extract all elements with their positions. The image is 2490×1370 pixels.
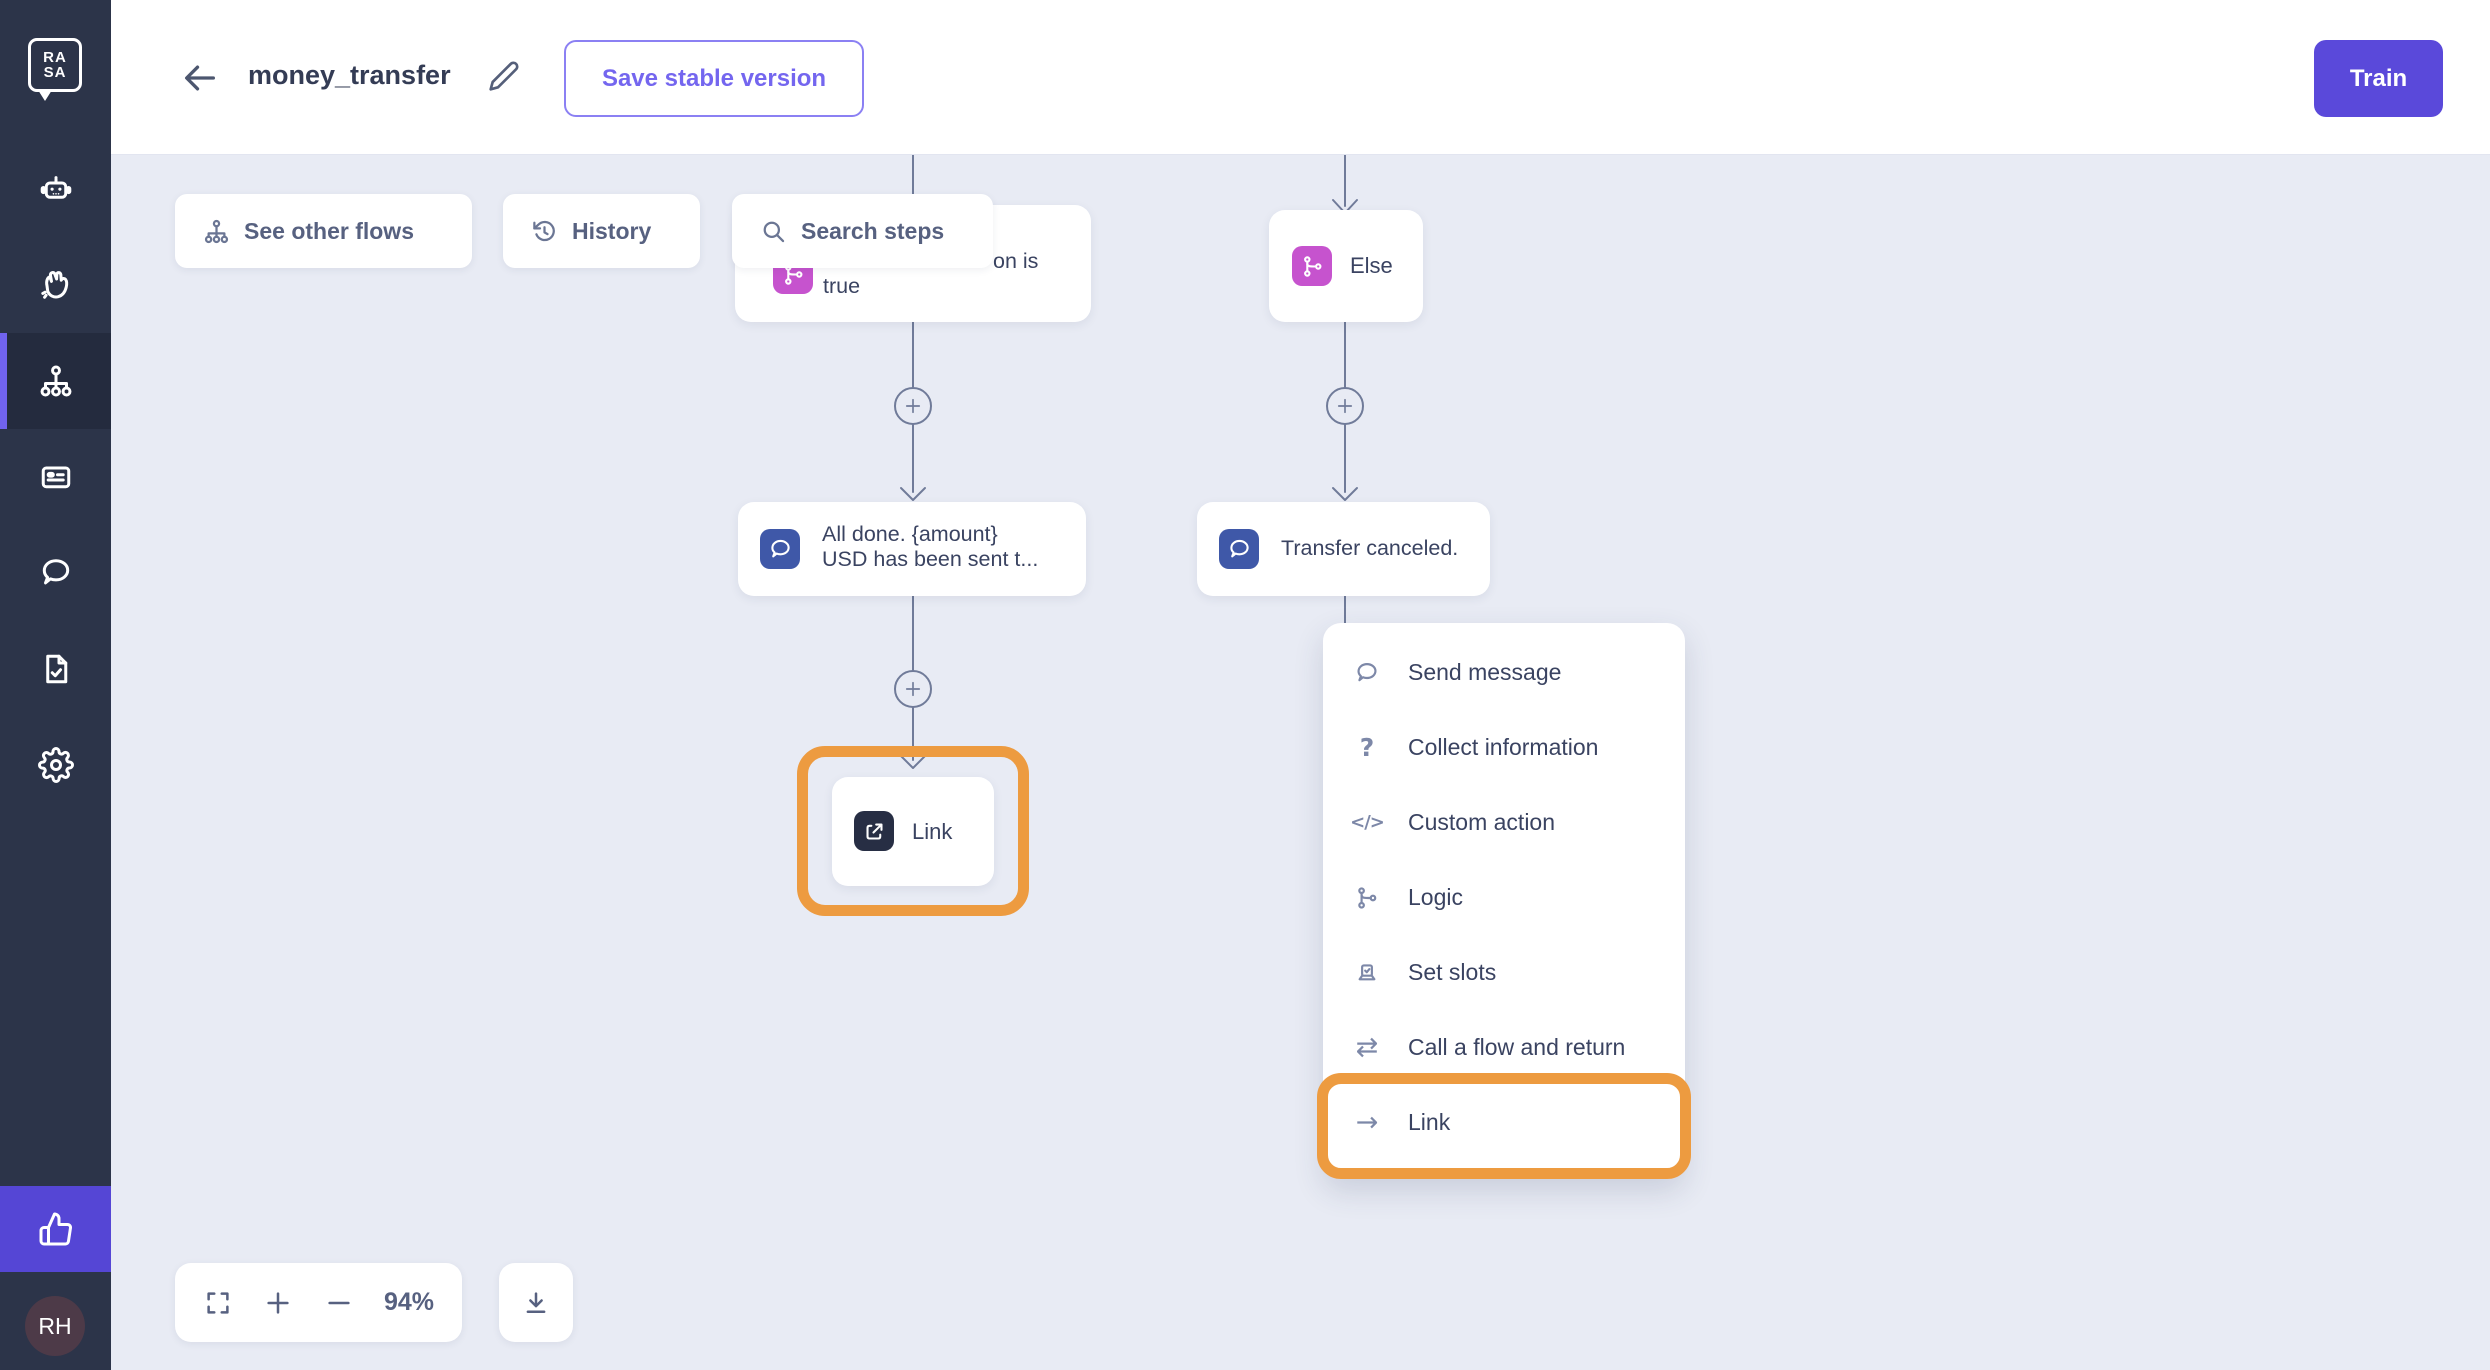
menu-item-label: Collect information: [1408, 734, 1599, 760]
doc-check-icon: [45, 654, 67, 684]
menu-item-logic[interactable]: Logic: [1323, 860, 1685, 935]
flow-node-link[interactable]: Link: [832, 777, 994, 886]
gear-icon: [37, 747, 74, 783]
pencil-icon[interactable]: [488, 60, 520, 92]
menu-item-call-a-flow[interactable]: ⇄ Call a flow and return: [1323, 1010, 1685, 1085]
flow-node-all-done-message[interactable]: All done. {amount} USD has been sent t..…: [738, 502, 1086, 596]
sidebar-item-flows[interactable]: [0, 333, 111, 429]
bot-icon: [40, 176, 71, 199]
thumbs-up-icon: [39, 1212, 72, 1246]
sidebar-item-settings[interactable]: [0, 717, 111, 813]
add-step-button[interactable]: [1326, 387, 1364, 425]
top-bar: money_transfer Save stable version Train: [0, 0, 2490, 155]
back-button[interactable]: [180, 58, 220, 98]
sitemap-icon: [40, 365, 71, 397]
sidebar-item-content[interactable]: [0, 429, 111, 525]
zoom-level: 94%: [383, 1288, 434, 1316]
see-other-flows-button[interactable]: See other flows: [175, 194, 472, 268]
card-list-icon: [41, 466, 70, 489]
arrow-left-icon: [185, 65, 215, 91]
menu-item-send-message[interactable]: Send message: [1323, 635, 1685, 710]
arrow-right-icon: →: [1355, 1107, 1379, 1138]
feedback-button[interactable]: [0, 1186, 111, 1272]
menu-item-link[interactable]: → Link: [1323, 1085, 1685, 1160]
condition-text-line1: on is: [993, 249, 1039, 273]
external-link-icon: [854, 811, 894, 851]
link-node-label: Link: [912, 819, 953, 844]
chat-bubble-icon: [1352, 658, 1382, 688]
zoom-out-button[interactable]: [324, 1288, 354, 1318]
else-node-label: Else: [1350, 253, 1393, 278]
chat-bubble-icon: [760, 529, 800, 569]
sidebar-item-greet[interactable]: [0, 237, 111, 333]
sitemap-icon: [204, 219, 229, 243]
menu-item-label: Call a flow and return: [1408, 1034, 1626, 1060]
sidebar: RA SA RH: [0, 0, 111, 1370]
code-icon: </>: [1350, 812, 1385, 833]
add-step-button[interactable]: [894, 670, 932, 708]
search-steps-label: Search steps: [801, 217, 945, 244]
minus-icon: [328, 1301, 350, 1304]
menu-item-set-slots[interactable]: Set slots: [1323, 935, 1685, 1010]
fit-view-button[interactable]: [203, 1288, 233, 1318]
sidebar-item-conversations[interactable]: [0, 525, 111, 621]
all-done-text-line2: USD has been sent t...: [822, 547, 1039, 571]
chat-bubble-icon: [1219, 529, 1259, 569]
menu-item-collect-information[interactable]: ? Collect information: [1323, 710, 1685, 785]
all-done-text-line1: All done. {amount}: [822, 522, 998, 546]
avatar-initials: RH: [38, 1312, 72, 1339]
sidebar-item-evaluation[interactable]: [0, 621, 111, 717]
transfer-canceled-label: Transfer canceled.: [1281, 536, 1459, 560]
history-icon: [533, 220, 555, 241]
menu-item-label: Custom action: [1408, 809, 1556, 835]
sidebar-item-assistant[interactable]: [0, 141, 111, 237]
branch-icon: [1352, 883, 1382, 913]
save-stable-version-button[interactable]: Save stable version: [564, 40, 864, 117]
branch-icon: [1292, 246, 1332, 286]
menu-item-label: Send message: [1408, 659, 1562, 685]
swap-arrows-icon: ⇄: [1355, 1032, 1379, 1063]
menu-item-label: Logic: [1408, 884, 1463, 910]
plus-icon: [905, 681, 921, 697]
menu-item-label: Set slots: [1408, 959, 1497, 985]
download-button[interactable]: [499, 1263, 573, 1342]
plus-icon: [905, 398, 921, 414]
rasa-logo: RA SA: [28, 38, 82, 101]
menu-link-highlight: [1317, 1073, 1691, 1179]
question-icon: ?: [1359, 733, 1375, 762]
search-steps-button[interactable]: Search steps: [732, 194, 993, 268]
hand-wave-icon: [40, 271, 68, 299]
fullscreen-icon: [207, 1291, 229, 1314]
chat-bubble-icon: [42, 559, 69, 585]
flow-node-transfer-canceled[interactable]: Transfer canceled.: [1197, 502, 1490, 596]
add-step-button[interactable]: [894, 387, 932, 425]
logo-text-line1: RA: [43, 49, 67, 66]
avatar[interactable]: RH: [25, 1296, 85, 1356]
logo-text-line2: SA: [43, 64, 67, 81]
history-button[interactable]: History: [503, 194, 700, 268]
add-step-context-menu: Send message ? Collect information </> C…: [1317, 623, 1691, 1179]
flow-node-else[interactable]: Else: [1269, 210, 1423, 322]
plus-icon: [1337, 398, 1353, 414]
history-label: History: [572, 217, 652, 244]
download-icon: [526, 1291, 546, 1313]
menu-item-label: Link: [1408, 1109, 1451, 1135]
zoom-in-button[interactable]: [263, 1288, 293, 1318]
search-icon: [763, 221, 785, 242]
zoom-controls: 94%: [175, 1263, 462, 1342]
menu-item-custom-action[interactable]: </> Custom action: [1323, 785, 1685, 860]
plus-icon: [267, 1291, 289, 1314]
condition-text-line2: true: [823, 274, 861, 298]
set-slots-icon: [1352, 958, 1382, 988]
train-button[interactable]: Train: [2314, 40, 2443, 117]
page-title: money_transfer: [248, 60, 451, 90]
see-other-flows-label: See other flows: [244, 217, 414, 244]
